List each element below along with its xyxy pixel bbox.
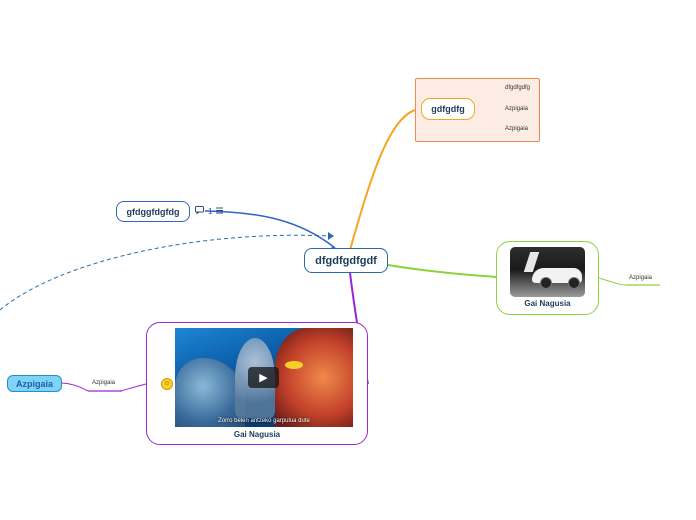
video-thumbnail[interactable]: ▶ Zorro belen antzeko garpulua dute	[175, 328, 353, 427]
topic-green-label: Gai Nagusia	[524, 299, 571, 308]
topic-orange[interactable]: gdfgdfg	[421, 98, 475, 120]
subtopic-orange-1[interactable]: dfgdfgdfg	[505, 85, 531, 91]
comment-icon[interactable]	[195, 206, 204, 216]
play-icon[interactable]: ▶	[248, 367, 279, 388]
link-central-blue	[204, 210, 336, 249]
topic-purple-label: Gai Nagusia	[233, 430, 281, 439]
comment-count: 1	[208, 206, 213, 216]
subtopic-green[interactable]: Azpigaia	[629, 275, 653, 281]
central-topic[interactable]: dfgdfgdfgdf	[304, 248, 388, 273]
video-caption: Zorro belen antzeko garpulua dute	[218, 418, 310, 424]
subtopic-orange-3[interactable]: Azpigaia	[505, 126, 529, 132]
relationship-line	[0, 234, 331, 311]
notes-icon[interactable]	[216, 207, 224, 216]
link-central-orange	[349, 108, 422, 251]
sports-car-image	[510, 247, 585, 297]
topic-blue[interactable]: gfdggfdgfdg	[116, 201, 190, 222]
topic-cyan[interactable]: Azpigaia	[7, 375, 62, 392]
laughing-emoji-icon: ☺	[161, 378, 173, 390]
subtopic-cyan-link[interactable]: Azpigaia	[92, 380, 116, 386]
link-purple-sub	[119, 383, 147, 392]
topic-meta: 1	[195, 206, 224, 216]
link-sub-cyan	[61, 382, 89, 392]
link-central-green	[387, 264, 497, 278]
subtopic-orange-2[interactable]: Azpigaia	[505, 106, 529, 112]
